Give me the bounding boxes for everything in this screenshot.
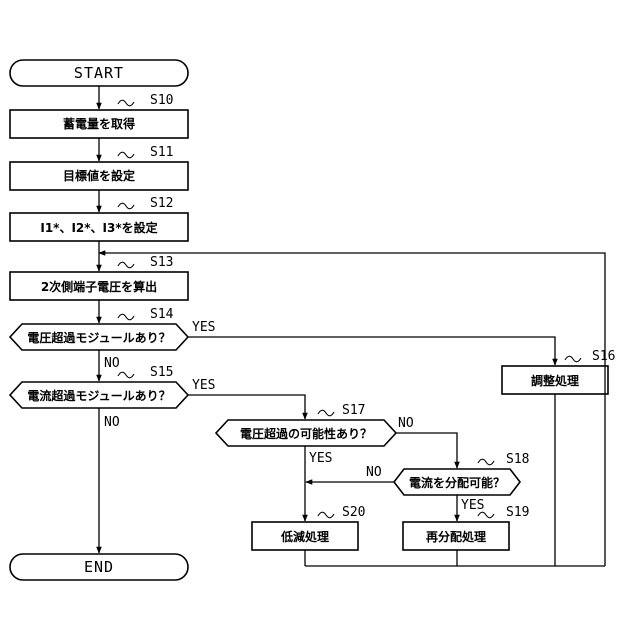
s17-no-label: NO — [398, 416, 414, 431]
step-s11-number: S11 — [150, 145, 173, 160]
step-s19-number: S19 — [506, 505, 529, 520]
step-s16-label: 調整処理 — [531, 373, 579, 388]
step-s19-label: 再分配処理 — [426, 529, 486, 544]
s17-yes-label: YES — [309, 451, 332, 466]
step-s10-box: 蓄電量を取得 — [10, 110, 188, 138]
step-s12-number: S12 — [150, 196, 173, 211]
decision-s18: 電流を分配可能？ — [394, 469, 520, 495]
step-s20-label: 低減処理 — [280, 529, 329, 544]
end-label: END — [84, 558, 114, 576]
step-s20-number: S20 — [342, 505, 365, 520]
s15-no-label: NO — [104, 415, 120, 430]
decision-s14-label: 電圧超過モジュールあり？ — [27, 330, 170, 345]
decision-s17-label: 電圧超過の可能性あり？ — [240, 426, 372, 441]
step-s15-number: S15 — [150, 365, 173, 380]
step-s12-label: I1*、I2*、I3*を設定 — [40, 220, 157, 235]
end-terminal: END — [10, 554, 188, 580]
step-s12-box: I1*、I2*、I3*を設定 — [10, 213, 188, 241]
s14-yes-label: YES — [192, 320, 215, 335]
step-s10-number: S10 — [150, 93, 173, 108]
decision-s15-label: 電流超過モジュールあり？ — [27, 388, 170, 403]
step-s20-box: 低減処理 — [252, 522, 358, 550]
step-s13-number: S13 — [150, 255, 173, 270]
step-s14-number: S14 — [150, 307, 174, 322]
step-s11-box: 目標値を設定 — [10, 162, 188, 190]
step-s13-label: 2次側端子電圧を算出 — [41, 279, 157, 294]
step-s17-number: S17 — [342, 403, 365, 418]
s15-yes-label: YES — [192, 378, 215, 393]
start-terminal: START — [10, 60, 188, 86]
s18-yes-label: YES — [461, 498, 484, 513]
step-s18-number: S18 — [506, 452, 529, 467]
decision-s14: 電圧超過モジュールあり？ — [10, 324, 188, 350]
step-s16-box: 調整処理 — [502, 366, 608, 394]
step-s19-box: 再分配処理 — [403, 522, 509, 550]
s18-no-label: NO — [366, 465, 382, 480]
step-s16-number: S16 — [592, 349, 615, 364]
step-s11-label: 目標値を設定 — [63, 168, 135, 183]
decision-s15: 電流超過モジュールあり？ — [10, 382, 188, 408]
decision-s18-label: 電流を分配可能？ — [409, 475, 505, 490]
step-s10-label: 蓄電量を取得 — [63, 116, 135, 131]
s14-no-label: NO — [104, 356, 120, 371]
step-s13-box: 2次側端子電圧を算出 — [10, 272, 188, 300]
start-label: START — [74, 64, 124, 82]
decision-s17: 電圧超過の可能性あり？ — [216, 420, 396, 446]
